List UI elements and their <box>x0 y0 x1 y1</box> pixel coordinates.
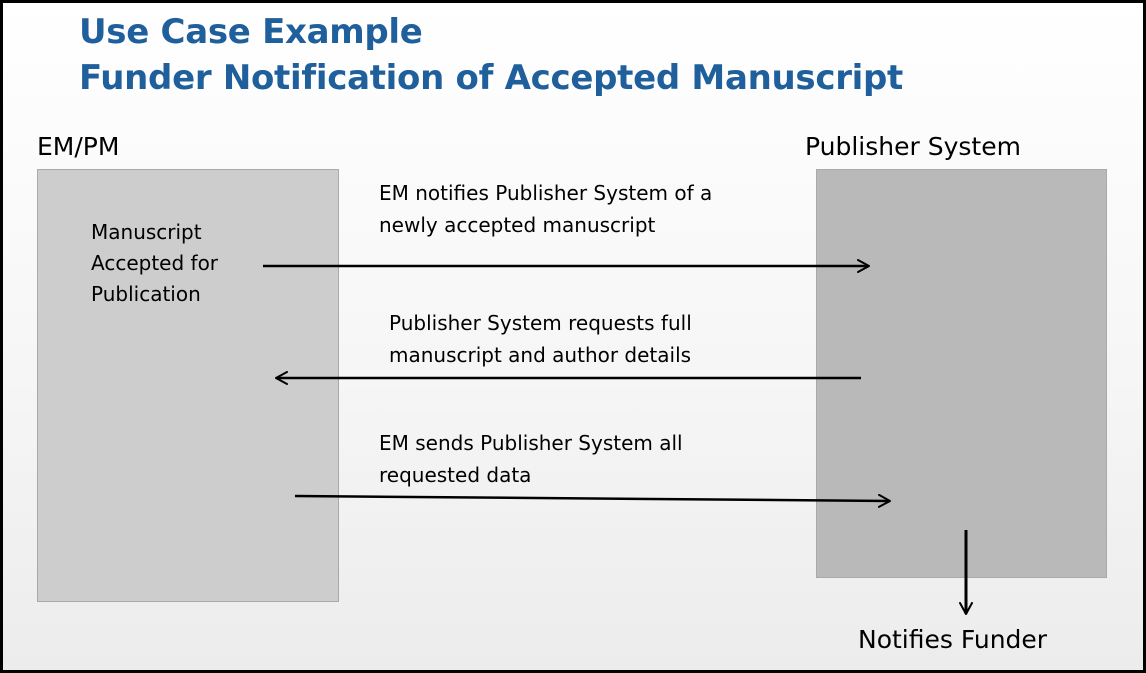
message-send-data-line-2: requested data <box>379 463 532 487</box>
message-request: Publisher System requests full manuscrip… <box>389 307 692 371</box>
notifies-funder-label: Notifies Funder <box>858 625 1048 654</box>
message-request-line-2: manuscript and author details <box>389 343 692 367</box>
publisher-system-label: Publisher System <box>805 132 1021 161</box>
message-notify: EM notifies Publisher System of a newly … <box>379 177 712 241</box>
manuscript-accepted-text: Manuscript Accepted for Publication <box>91 220 219 306</box>
message-notify-line-1: EM notifies Publisher System of a <box>379 181 713 205</box>
slide-title: Use Case Example Funder Notification of … <box>79 9 903 101</box>
publisher-system-box <box>816 169 1107 578</box>
flow-arrows <box>263 259 973 615</box>
title-line-1: Use Case Example <box>79 12 423 52</box>
arrow-send-data <box>294 493 891 508</box>
message-send-data: EM sends Publisher System all requested … <box>379 427 683 491</box>
message-send-data-line-1: EM sends Publisher System all <box>379 431 683 455</box>
em-pm-label: EM/PM <box>37 132 120 161</box>
message-request-line-1: Publisher System requests full <box>389 311 692 335</box>
title-line-2: Funder Notification of Accepted Manuscri… <box>79 58 904 98</box>
em-pm-box <box>37 169 339 602</box>
message-notify-line-2: newly accepted manuscript <box>379 213 656 237</box>
